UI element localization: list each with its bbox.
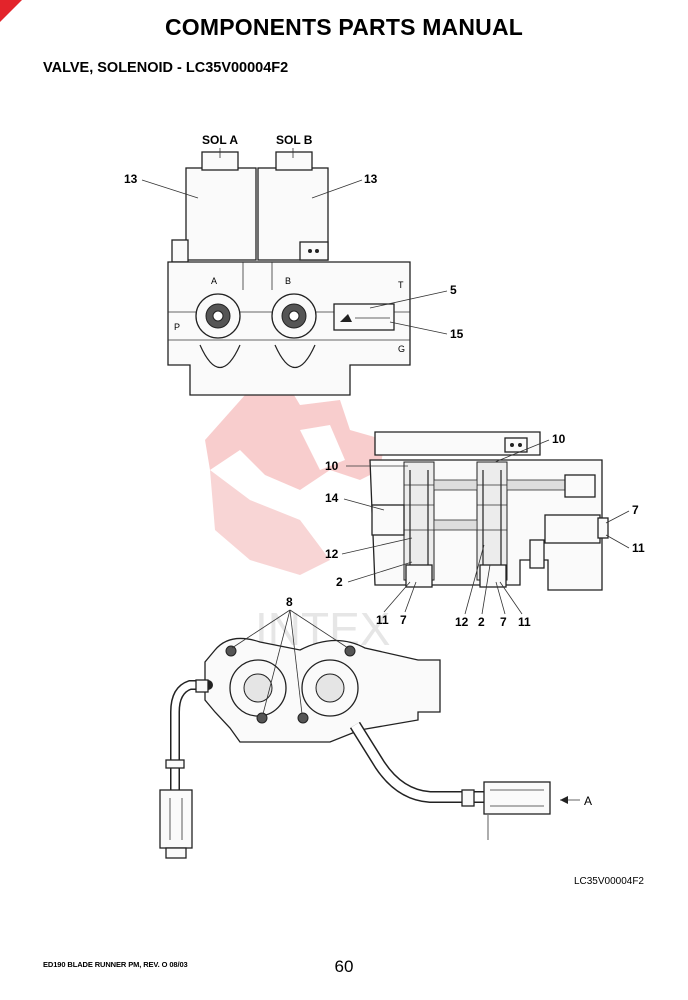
port-p-label: P [174, 322, 180, 332]
bolt-3 [256, 712, 268, 724]
callout-11-bottom-a: 11 [376, 613, 389, 627]
callout-13-left: 13 [124, 172, 138, 186]
callout-10-left: 10 [325, 459, 339, 473]
callout-10-right: 10 [552, 432, 566, 446]
port-t-label: T [398, 280, 404, 290]
port-b-label: B [285, 276, 291, 286]
bolt-2 [344, 645, 356, 657]
callout-14: 14 [325, 491, 339, 505]
solenoid-b-cap [275, 151, 313, 171]
footer-doc-ref: ED190 BLADE RUNNER PM, REV. O 08/03 [43, 960, 188, 969]
top-view [167, 151, 411, 396]
section-view [369, 431, 609, 591]
port-g-label: G [398, 344, 405, 354]
port-a-label: A [211, 276, 217, 286]
callout-2-bottom: 2 [478, 615, 485, 629]
drawing-code: LC35V00004F2 [573, 876, 644, 887]
bolt-4 [297, 712, 309, 724]
callout-13-right: 13 [364, 172, 378, 186]
watermark-logo [205, 380, 385, 575]
bolt-1 [225, 645, 237, 657]
spool-a-section [403, 461, 435, 581]
solenoid-a-coil [185, 167, 257, 261]
callout-15: 15 [450, 327, 464, 341]
callout-12-left: 12 [325, 547, 339, 561]
callout-11-bottom-b: 11 [518, 615, 531, 629]
bottom-view [159, 637, 551, 859]
callout-11-right: 11 [632, 541, 645, 555]
callout-8: 8 [286, 595, 293, 609]
corner-mark [0, 0, 22, 22]
callout-2-left: 2 [336, 575, 343, 589]
section-title: VALVE, SOLENOID - LC35V00004F2 [43, 60, 289, 76]
callout-7-right: 7 [632, 503, 639, 517]
callout-7-bottom-a: 7 [400, 613, 407, 627]
callout-12-bottom: 12 [455, 615, 469, 629]
right-connector [483, 781, 551, 815]
manual-title: COMPONENTS PARTS MANUAL [164, 14, 524, 40]
callout-5: 5 [450, 283, 457, 297]
callout-7-bottom-b: 7 [500, 615, 507, 629]
section-solenoid-housing [374, 431, 541, 456]
connector-box [299, 241, 329, 261]
sol-b-label: SOL B [276, 133, 313, 147]
nameplate [333, 303, 395, 331]
arrow-a-label: A [584, 794, 592, 808]
spool-b-section [476, 461, 508, 581]
sol-a-label: SOL A [202, 133, 238, 147]
page-number: 60 [334, 957, 354, 976]
left-connector [159, 789, 193, 849]
